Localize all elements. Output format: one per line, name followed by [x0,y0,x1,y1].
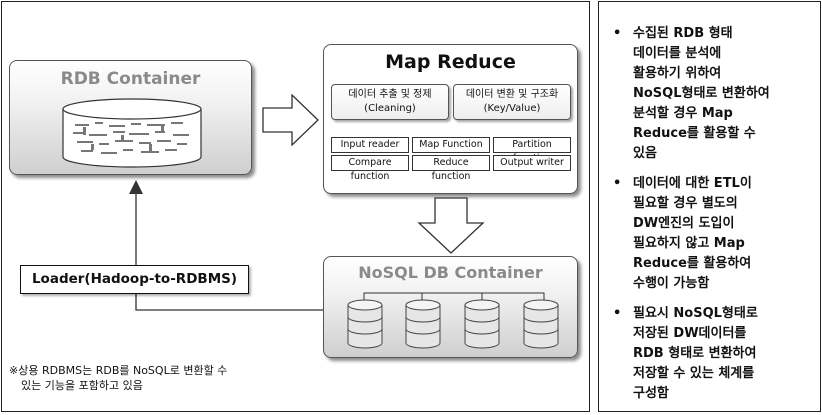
database-disk-4 [523,299,559,349]
description-panel: • 수집된 RDB 형태 데이터를 분석에 활용하기 위하여 NoSQL형태로 … [598,1,821,412]
function-reduce: Reduce function [412,155,490,182]
bullet-2-line-6: 수행이 가능함 [633,276,710,291]
bullet-2-line-3: DW엔진의 도입이 [633,216,735,231]
bullet-1-line-1: 수집된 RDB 형태 [633,26,733,41]
function-compare: Compare function [331,155,409,182]
bullet-3-line-1: 필요시 NoSQL형태로 [633,306,758,321]
function-map: Map Function [412,137,490,153]
bullet-1-line-3: 활용하기 위하여 [633,66,722,81]
bullet-1-line-2: 데이터를 분석에 [633,46,722,61]
stage-cleaning-sub: (Cleaning) [364,103,416,114]
bullet-1-line-7: 있음 [633,146,657,161]
database-cluster-icon [347,292,559,349]
function-partition: Partition function [493,137,571,164]
rdb-container: RDB Container [9,60,252,175]
up-arrowhead-icon [129,180,143,194]
database-disk-2 [405,299,441,349]
footnote-line-2: 있는 기능을 포함하고 있음 [21,379,143,392]
stage-keyvalue-label: 데이터 변환 및 구조화 [465,89,559,100]
bullet-1-line-4: NoSQL형태로 변환하여 [633,86,770,101]
right-arrow-icon [262,94,319,146]
stage-cleaning-label: 데이터 추출 및 정제 [348,89,432,100]
footnote: ※상용 RDBMS는 RDB를 NoSQL로 변환할 수 있는 기능을 포함하고… [9,363,309,393]
stage-keyvalue-sub: (Key/Value) [483,103,541,114]
loader-box: Loader(Hadoop-to-RDBMS) [20,265,249,294]
function-output-writer: Output writer [493,155,571,171]
bullet-3-line-2: 저장된 DW데이터를 [633,326,747,341]
bullet-2-line-5: Reduce를 활용하여 [633,256,752,271]
down-arrow-icon [417,197,485,254]
nosql-container-title: NoSQL DB Container [358,263,543,282]
bullet-2-line-4: 필요하지 않고 Map [633,236,745,251]
bullet-dot-icon: • [613,306,622,321]
loader-connector [129,180,323,311]
database-disk-3 [464,299,500,349]
bullet-3-line-4: 저장할 수 있는 체계를 [633,366,755,381]
rdb-container-title: RDB Container [60,69,201,89]
bullet-item-1: • 수집된 RDB 형태 데이터를 분석에 활용하기 위하여 NoSQL형태로 … [605,24,814,164]
bullet-dot-icon: • [613,26,622,41]
bullet-list: • 수집된 RDB 형태 데이터를 분석에 활용하기 위하여 NoSQL형태로 … [605,24,814,404]
bullet-2-line-1: 데이터에 대한 ETL이 [633,176,752,191]
bullet-item-2: • 데이터에 대한 ETL이 필요할 경우 별도의 DW엔진의 도입이 필요하지… [605,174,814,294]
bullet-item-3: • 필요시 NoSQL형태로 저장된 DW데이터를 RDB 형태로 변환하여 저… [605,304,814,404]
bullet-3-line-3: RDB 형태로 변환하여 [633,346,757,361]
function-input-reader: Input reader [331,137,409,153]
bullet-dot-icon: • [613,176,622,191]
database-icon [62,98,202,168]
map-reduce-box: Map Reduce 데이터 추출 및 정제 (Cleaning) 데이터 변환… [323,44,578,194]
bullet-2-line-2: 필요할 경우 별도의 [633,196,738,211]
map-reduce-title: Map Reduce [385,51,516,73]
stage-keyvalue: 데이터 변환 및 구조화 (Key/Value) [453,84,571,120]
footnote-line-1: ※상용 RDBMS는 RDB를 NoSQL로 변환할 수 [9,364,228,377]
database-disk-1 [347,299,383,349]
stage-cleaning: 데이터 추출 및 정제 (Cleaning) [331,84,449,120]
bullet-3-line-5: 구성함 [633,386,669,401]
bullet-1-line-6: Reduce를 활용할 수 [633,126,756,141]
bullet-1-line-5: 분석할 경우 Map [633,106,733,121]
nosql-container: NoSQL DB Container [323,256,578,358]
